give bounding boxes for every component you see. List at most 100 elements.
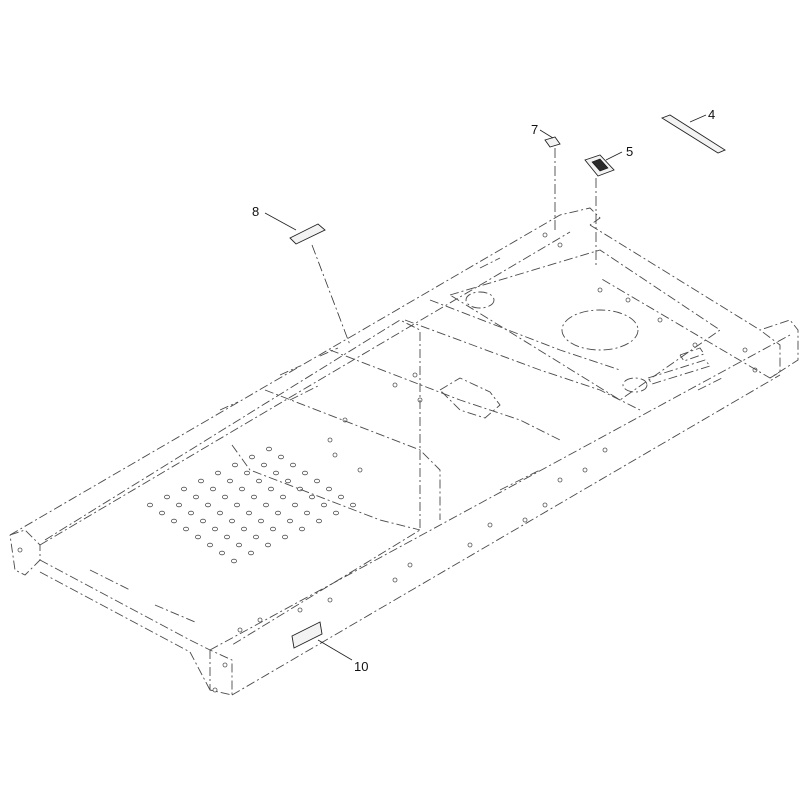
decal-4 (660, 114, 726, 154)
deck-hole (182, 526, 189, 532)
decal-5 (584, 151, 623, 265)
deck-hole (315, 518, 322, 524)
deck-hole (197, 478, 204, 484)
deck-hole (349, 502, 356, 508)
frame-slot-right (647, 359, 711, 385)
deck-hole (250, 494, 257, 500)
mounting-hole (212, 687, 218, 693)
deck-hole (158, 510, 165, 516)
deck-hole (303, 510, 310, 516)
mounting-hole (692, 342, 698, 348)
deck-hole (267, 486, 274, 492)
deck-hole (209, 486, 216, 492)
leader-4 (689, 114, 707, 123)
deck-hole (192, 494, 199, 500)
mounting-hole (297, 607, 303, 613)
mounting-hole (597, 287, 603, 293)
deck-hole (284, 478, 291, 484)
deck-hole (223, 534, 230, 540)
crossmember-2 (329, 349, 561, 441)
callout-7: 7 (531, 122, 538, 137)
callout-4: 4 (708, 107, 715, 122)
deck-hole (260, 462, 267, 468)
frame-center-cutout (561, 309, 639, 351)
frame-right-end (589, 224, 799, 379)
decal-10 (291, 621, 353, 661)
frame-slot-2 (279, 365, 301, 376)
deck-hole (216, 510, 223, 516)
frame-deck-step (231, 444, 421, 531)
mounting-hole (417, 397, 423, 403)
frame-right-rail-face (759, 329, 781, 379)
callout-10: 10 (354, 659, 368, 674)
decal-8 (264, 212, 351, 346)
mounting-hole (222, 662, 228, 668)
mounting-hole (17, 547, 23, 553)
frame-bracket-cutout (439, 377, 501, 419)
mounting-hole (742, 347, 748, 353)
frame-bottom-rail-lower (231, 374, 781, 696)
deck-hole (238, 486, 245, 492)
deck-hole (296, 486, 303, 492)
mounting-hole (602, 447, 608, 453)
deck-hole (265, 446, 272, 452)
frame-slot-8 (289, 384, 321, 401)
deck-hole (274, 510, 281, 516)
deck-hole (255, 478, 262, 484)
deck-hole (264, 542, 271, 548)
frame-small-cutout-2 (622, 377, 648, 393)
frame-slot-9 (697, 377, 723, 391)
leader-8 (264, 212, 297, 231)
deck-hole (279, 494, 286, 500)
deck-hole (301, 470, 308, 476)
mounting-hole (557, 242, 563, 248)
deck-hole (289, 462, 296, 468)
deck-hole (180, 486, 187, 492)
deck-hole (277, 454, 284, 460)
deck-hole (194, 534, 201, 540)
mounting-hole (412, 372, 418, 378)
crossmember-3 (404, 319, 641, 411)
mounting-hole (752, 367, 758, 373)
deck-hole (226, 478, 233, 484)
deck-hole (240, 526, 247, 532)
leader-10 (317, 639, 353, 661)
deck-hole (146, 502, 153, 508)
deck-hole (248, 454, 255, 460)
frame-top-rail (9, 207, 601, 536)
deck-holes (17, 232, 758, 693)
deck-hole (204, 502, 211, 508)
deck-hole (230, 558, 237, 564)
mounting-hole (542, 502, 548, 508)
crossmember-4 (429, 299, 621, 371)
deck-hole (325, 486, 332, 492)
frame-left-front-lower (39, 571, 211, 691)
frame-slot-3 (319, 347, 339, 357)
deck-hole (218, 550, 225, 556)
deck-hole (320, 502, 327, 508)
frame-deck-plate (44, 319, 421, 646)
deck-hole (313, 478, 320, 484)
deck-hole (233, 502, 240, 508)
decal-7-shape (544, 136, 561, 148)
deck-hole (235, 542, 242, 548)
frame-slot-6 (154, 604, 196, 623)
deck-hole (175, 502, 182, 508)
frame-slot-5 (89, 569, 131, 591)
deck-hole (281, 534, 288, 540)
deck-hole (243, 470, 250, 476)
mounting-hole (332, 452, 338, 458)
mounting-hole (467, 542, 473, 548)
frame-small-cutout-1 (465, 291, 495, 309)
frame-right-plate (449, 249, 721, 401)
deck-hole (286, 518, 293, 524)
frame-slot-4 (479, 257, 501, 269)
deck-hole (214, 470, 221, 476)
frame-slot-1 (219, 401, 239, 411)
phantom-8 (311, 244, 351, 346)
deck-hole (221, 494, 228, 500)
crossmember-1 (264, 389, 441, 520)
deck-hole (231, 462, 238, 468)
deck-hole (187, 510, 194, 516)
